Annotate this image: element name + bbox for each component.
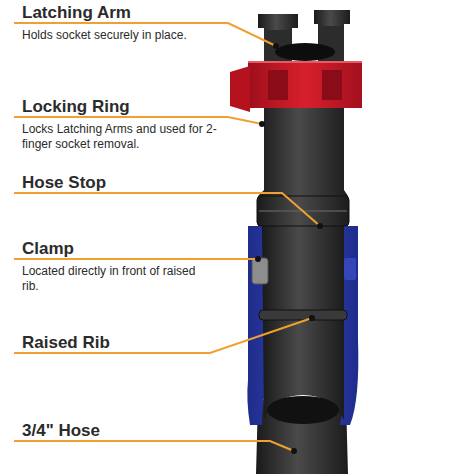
leader-lines	[14, 23, 320, 451]
upper-body	[258, 100, 348, 226]
part-name: Clamp	[22, 240, 74, 258]
raised-rib	[259, 310, 347, 320]
part-description: Located directly in front of raised rib.	[22, 264, 202, 294]
clamp-right	[344, 258, 356, 280]
blue-sleeve	[247, 226, 358, 425]
part-name: Hose Stop	[22, 174, 106, 192]
part-name: Locking Ring	[22, 98, 130, 116]
locking-ring-tab	[230, 66, 250, 112]
part-name: Latching Arm	[22, 4, 131, 22]
leader-dots	[255, 43, 323, 454]
lower-body	[262, 226, 344, 420]
part-description: Locks Latching Arms and used for 2-finge…	[22, 122, 222, 152]
locking-ring	[248, 62, 362, 108]
part-name: Raised Rib	[22, 334, 110, 352]
top-opening	[275, 43, 335, 61]
part-description: Holds socket securely in place.	[22, 28, 202, 43]
clamp-left	[252, 258, 268, 284]
part-name: 3/4" Hose	[22, 422, 100, 440]
inner-opening	[267, 396, 339, 424]
